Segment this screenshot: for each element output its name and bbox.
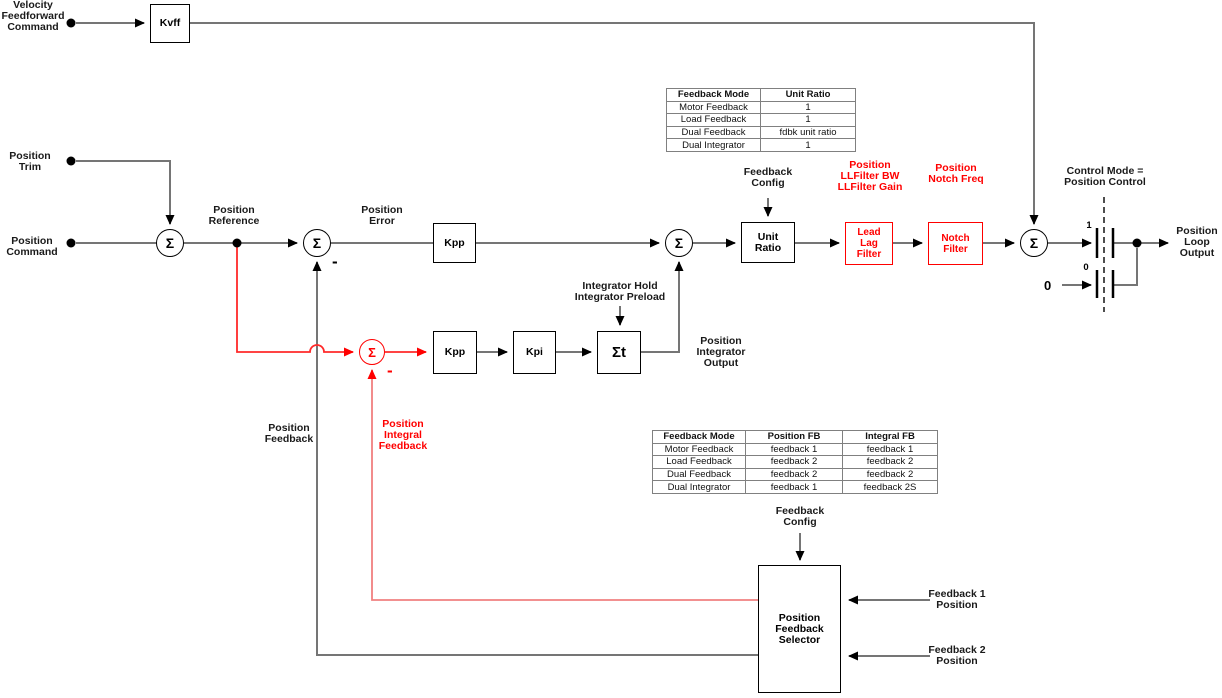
table-cell: Motor Feedback bbox=[666, 100, 761, 115]
block-position-feedback-selector: Position Feedback Selector bbox=[758, 565, 841, 693]
table-cell: 1 bbox=[760, 138, 856, 152]
label-feedback-config-bottom: Feedback Config bbox=[775, 505, 825, 528]
block-kpp-bottom: Kpp bbox=[433, 331, 477, 374]
table-cell: feedback 2S bbox=[842, 480, 938, 494]
table-cell: feedback 1 bbox=[842, 442, 938, 457]
table-cell: feedback 1 bbox=[745, 442, 843, 457]
table-header-cell: Feedback Mode bbox=[652, 430, 746, 444]
table-cell: Dual Feedback bbox=[666, 125, 761, 140]
table-cell: 1 bbox=[760, 113, 856, 127]
block-notch-filter: Notch Filter bbox=[928, 222, 983, 265]
table-row: Feedback Mode Unit Ratio bbox=[666, 88, 856, 102]
label-control-mode: Control Mode = Position Control bbox=[1064, 165, 1146, 188]
switch-position-0-label: 0 bbox=[1083, 262, 1089, 273]
block-unit-ratio: Unit Ratio bbox=[741, 222, 795, 263]
minus-sign-integral-sum: - bbox=[387, 361, 393, 380]
block-kvff: Kvff bbox=[150, 4, 190, 43]
label-position-integral-feedback: Position Integral Feedback bbox=[378, 418, 428, 452]
table-row: Load Feedback 1 bbox=[666, 113, 856, 127]
label-notch-params: Position Notch Freq bbox=[928, 162, 984, 185]
junction-dots bbox=[66, 18, 1142, 248]
table-cell: feedback 1 bbox=[745, 480, 843, 494]
label-integrator-hold-preload: Integrator Hold Integrator Preload bbox=[574, 280, 666, 303]
table-row: Dual Feedback fdbk unit ratio bbox=[666, 125, 856, 140]
table-row: Feedback Mode Position FB Integral FB bbox=[652, 430, 938, 444]
table-header-cell: Feedback Mode bbox=[666, 88, 761, 102]
table-cell: feedback 2 bbox=[745, 455, 843, 469]
table-row: Motor Feedback feedback 1 feedback 1 bbox=[652, 442, 938, 457]
label-position-feedback: Position Feedback bbox=[264, 422, 314, 445]
label-position-loop-output: Position Loop Output bbox=[1176, 225, 1218, 259]
table-row: Dual Feedback feedback 2 feedback 2 bbox=[652, 467, 938, 482]
table-cell: Motor Feedback bbox=[652, 442, 746, 457]
label-position-command: Position Command bbox=[6, 235, 58, 258]
table-cell: 1 bbox=[760, 100, 856, 115]
red-signal-lines bbox=[236, 246, 758, 601]
table-header-cell: Position FB bbox=[745, 430, 843, 444]
table-cell: Dual Integrator bbox=[652, 480, 746, 494]
sum-junction-trim: Σ bbox=[156, 229, 184, 257]
table-cell: Load Feedback bbox=[666, 113, 761, 127]
sum-junction-integrator: Σ bbox=[665, 229, 693, 257]
label-llfilter-params: Position LLFilter BW LLFilter Gain bbox=[837, 159, 903, 193]
table-cell: Load Feedback bbox=[652, 455, 746, 469]
table-header-cell: Unit Ratio bbox=[760, 88, 856, 102]
switch-position-1-label: 1 bbox=[1086, 220, 1092, 231]
label-feedback2-position: Feedback 2 Position bbox=[928, 644, 986, 667]
table-feedback-selection: Feedback Mode Position FB Integral FB Mo… bbox=[652, 430, 938, 494]
label-velocity-feedforward-command: Velocity Feedforward Command bbox=[1, 0, 65, 33]
table-cell: fdbk unit ratio bbox=[760, 125, 856, 140]
label-position-trim: Position Trim bbox=[9, 150, 51, 173]
table-cell: feedback 2 bbox=[842, 467, 938, 482]
table-cell: feedback 2 bbox=[842, 455, 938, 469]
label-position-integrator-output: Position Integrator Output bbox=[696, 335, 746, 369]
table-row: Dual Integrator 1 bbox=[666, 138, 856, 152]
minus-sign-error-sum: - bbox=[332, 252, 338, 271]
table-row: Motor Feedback 1 bbox=[666, 100, 856, 115]
table-row: Load Feedback feedback 2 feedback 2 bbox=[652, 455, 938, 469]
label-feedback-config-top: Feedback Config bbox=[743, 166, 793, 189]
table-cell: Dual Feedback bbox=[652, 467, 746, 482]
sum-junction-feedforward: Σ bbox=[1020, 229, 1048, 257]
table-header-cell: Integral FB bbox=[842, 430, 938, 444]
block-kpi: Kpi bbox=[513, 331, 556, 374]
label-feedback1-position: Feedback 1 Position bbox=[928, 588, 986, 611]
table-row: Dual Integrator feedback 1 feedback 2S bbox=[652, 480, 938, 494]
zero-source-label: 0 bbox=[1044, 278, 1052, 293]
label-position-reference: Position Reference bbox=[208, 204, 260, 227]
table-unit-ratio: Feedback Mode Unit Ratio Motor Feedback … bbox=[666, 88, 856, 152]
table-cell: feedback 2 bbox=[745, 467, 843, 482]
block-kpp-top: Kpp bbox=[433, 223, 476, 263]
control-mode-switch bbox=[1095, 197, 1115, 312]
block-lead-lag-filter: Lead Lag Filter bbox=[845, 222, 893, 265]
label-position-error: Position Error bbox=[361, 204, 403, 227]
block-integrator-sigma-t: Σt bbox=[597, 331, 641, 374]
sum-junction-integral-red: Σ bbox=[359, 339, 385, 365]
table-cell: Dual Integrator bbox=[666, 138, 761, 152]
sum-junction-error: Σ bbox=[303, 229, 331, 257]
